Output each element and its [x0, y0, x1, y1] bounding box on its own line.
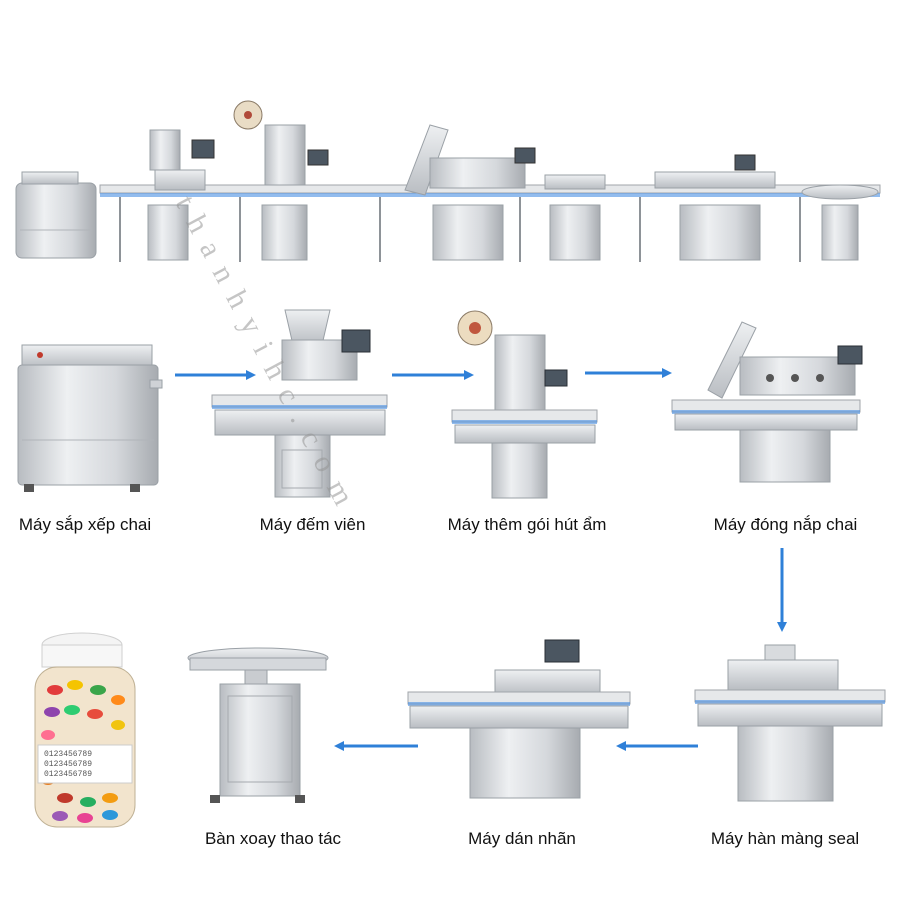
step-label-labeler: Máy dán nhãn — [468, 829, 576, 848]
desiccant-inserter-machine — [451, 310, 598, 499]
step-label-tablet-counter: Máy đếm viên — [259, 515, 366, 534]
jar-label-line: 0123456789 — [44, 760, 93, 769]
bottle-sorter-machine — [17, 344, 163, 492]
jar-label — [37, 744, 133, 784]
step-label-capper: Máy đóng nắp chai — [713, 515, 858, 534]
step-label-bottle-sorter: Máy sắp xếp chai — [18, 515, 152, 534]
jar-label-line: 0123456789 — [44, 750, 93, 759]
jar-label-text: 0123456789 0123456789 0123456789 — [44, 750, 92, 780]
jelly-bean-jar-product — [34, 632, 136, 828]
rotary-table-machine — [187, 647, 329, 803]
jar-label-line: 0123456789 — [44, 770, 93, 779]
induction-sealing-machine — [694, 644, 886, 802]
bottle-capping-machine — [671, 321, 863, 483]
tablet-counting-machine — [211, 309, 388, 498]
step-label-desiccant-inserter: Máy thêm gói hút ẩm — [447, 515, 607, 534]
step-label-rotary-table: Bàn xoay thao tác — [204, 829, 342, 848]
step-label-sealer: Máy hàn màng seal — [710, 829, 860, 848]
labeling-machine — [407, 639, 631, 799]
full-line-overview — [15, 100, 881, 262]
